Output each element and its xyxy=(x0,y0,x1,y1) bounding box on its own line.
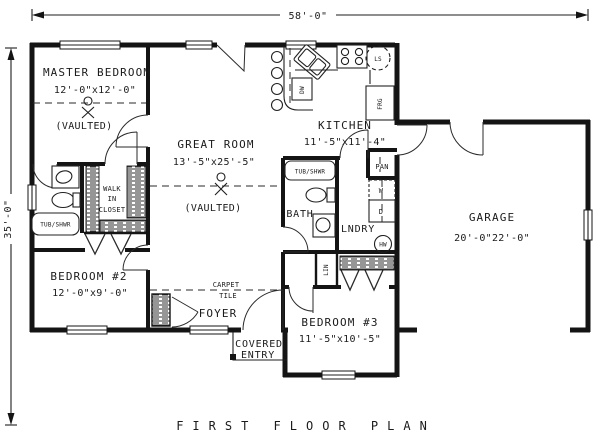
water-heater-label: HW xyxy=(379,242,387,249)
wic-label-3: CLOSET xyxy=(99,206,126,214)
pantry-label: PAN xyxy=(375,163,388,171)
great-room-label: GREAT ROOM xyxy=(177,138,254,151)
covered-entry-label-1: COVERED xyxy=(235,339,283,350)
bar-stool xyxy=(270,98,284,112)
master-bedroom-size: 12'-0"x12'-0" xyxy=(54,85,136,96)
dryer-label: D xyxy=(379,208,383,216)
bedroom3-label: BEDROOM #3 xyxy=(301,316,378,329)
dishwasher-label: DW xyxy=(299,86,306,94)
wic-label-2: IN xyxy=(108,195,117,203)
overall-width-label: 58'-0" xyxy=(288,11,327,22)
overall-depth-dimension: 35'-0" xyxy=(3,47,17,426)
toilet xyxy=(305,187,327,203)
ceiling-fan-master xyxy=(81,96,95,119)
great-room-vaulted: (VAULTED) xyxy=(185,203,242,214)
closet-shelving xyxy=(85,165,395,327)
bedroom3-size: 11'-5"x10'-5" xyxy=(299,334,381,345)
bath-label: BATH xyxy=(286,209,313,220)
covered-entry xyxy=(230,332,287,361)
bath-tub-label: TUB/SHWR xyxy=(295,169,326,176)
ceiling-fan-great-room xyxy=(214,172,228,196)
refrigerator-label: FRG xyxy=(377,98,384,110)
toilet xyxy=(51,191,75,209)
lazy-susan-label: LS xyxy=(374,56,382,63)
master-bedroom-label: MASTER BEDROOM xyxy=(43,66,151,79)
tub-shower xyxy=(284,160,336,181)
master-bath-fixtures: TUB/SHWR xyxy=(31,165,81,236)
bar-stool xyxy=(270,66,284,80)
kitchen-size: 11'-5"x11'-4" xyxy=(304,137,386,148)
overall-depth-label: 35'-0" xyxy=(3,199,14,238)
washer-label: W xyxy=(379,187,384,195)
master-tub-label: TUB/SHWR xyxy=(40,222,71,229)
laundry-fixtures: HW xyxy=(368,157,396,254)
corner-sink xyxy=(293,44,331,80)
bar-stool xyxy=(270,82,284,96)
linen-label: LIN xyxy=(323,264,330,276)
bath-fixtures: TUB/SHWR xyxy=(284,160,336,238)
water-heater xyxy=(373,234,393,254)
bedroom2-label: BEDROOM #2 xyxy=(50,270,127,283)
kitchen-fixtures: DW LS FRG xyxy=(270,44,395,121)
wic-label-1: WALK xyxy=(103,185,121,193)
garage-label: GARAGE xyxy=(469,211,515,224)
doors xyxy=(32,44,484,331)
ceiling-lines xyxy=(33,102,283,291)
refrigerator xyxy=(365,85,395,121)
master-bedroom-vaulted: (VAULTED) xyxy=(56,121,113,132)
lazy-susan xyxy=(365,45,391,71)
kitchen-label: KITCHEN xyxy=(318,119,372,132)
foyer-label: FOYER xyxy=(199,307,238,320)
bar-stool xyxy=(270,50,284,64)
windows xyxy=(27,40,593,380)
sink xyxy=(55,170,73,184)
stove xyxy=(336,44,368,69)
tile-note: TILE xyxy=(219,292,237,300)
overall-width-dimension: 58'-0" xyxy=(31,9,589,22)
carpet-note: CARPET xyxy=(213,281,240,289)
covered-entry-label-2: ENTRY xyxy=(241,350,275,361)
garage-size: 20'-0"22'-0" xyxy=(454,233,530,244)
great-room-size: 13'-5"x25'-5" xyxy=(173,157,255,168)
laundry-label: LNDRY xyxy=(341,224,375,235)
dishwasher xyxy=(291,77,313,101)
tub-shower xyxy=(31,212,80,236)
bedroom2-size: 12'-0"x9'-0" xyxy=(52,288,128,299)
page-title: FIRST FLOOR PLAN xyxy=(176,419,436,433)
sink xyxy=(315,217,331,233)
